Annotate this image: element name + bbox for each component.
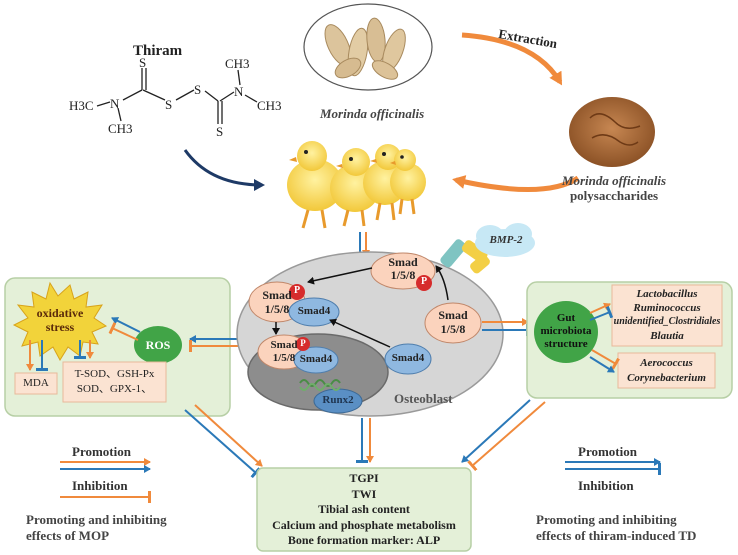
outcome-list: TGPI TWI Tibial ash content Calcium and … (257, 471, 471, 549)
bmp-receptor (440, 239, 490, 274)
smad4-nucleus (293, 346, 339, 374)
left-bottom-promotion (194, 404, 263, 467)
smad-translocate-arrow (307, 267, 373, 285)
powder-to-chicks-arrow (452, 175, 580, 192)
ros-stress-promotion (111, 317, 141, 333)
polysaccharide-powder-image (569, 97, 655, 167)
atom-n-right: N (234, 84, 244, 99)
morinda-root-image (324, 17, 406, 80)
gut-promoted-arrow-1 (589, 302, 611, 314)
outcome-tgpi: TGPI (349, 471, 379, 485)
ros-circle (134, 326, 182, 364)
dna-strand-2 (299, 383, 341, 391)
smad-right (424, 302, 482, 344)
p-badge-3 (296, 337, 310, 351)
outcome-alp: Bone formation marker: ALP (287, 533, 441, 547)
atom-n-left: N (110, 96, 120, 111)
atom-s-bridge-1: S (165, 97, 173, 112)
bacteria-blautia: Blautia (650, 330, 684, 342)
mda-box (14, 372, 58, 395)
powder-label-line2: polysaccharides (569, 188, 659, 203)
right-bottom-inhibition (467, 401, 546, 472)
mda-label: MDA (23, 377, 49, 389)
legend-right-inhibition: Inhibition (578, 478, 634, 493)
outcome-twi: TWI (351, 486, 377, 501)
inhibited-bacteria-box (617, 352, 716, 389)
chicks-image (287, 141, 426, 229)
bacteria-ruminococcus: Ruminococcus (633, 302, 701, 314)
bacteria-aerococcus: Aerococcus (640, 357, 693, 369)
powder-label-line1: Morinda officinalis (561, 173, 667, 188)
ros-stress-inhibition (108, 322, 139, 341)
smad-phos-arrow (435, 265, 449, 301)
atom-s-bottom: S (216, 124, 224, 139)
atom-ch3-right: CH3 (257, 98, 282, 113)
legend-left-inhibition: Inhibition (72, 478, 128, 493)
promoted-bacteria-list: Lactobacillus Ruminococcus unidentified_… (612, 287, 722, 343)
smad4-cytoplasm (288, 297, 340, 327)
right-bottom-promotion (461, 399, 531, 463)
smad4-nucleus-label: Smad4 (299, 353, 333, 365)
gut-promoted-arrow-2 (589, 306, 614, 321)
oxidative-stress-burst (12, 281, 108, 362)
p-badge-2 (416, 275, 432, 291)
gut-circle (534, 301, 598, 363)
bacteria-lactobacillus: Lactobacillus (636, 288, 698, 300)
thiram-title: Thiram (133, 43, 183, 59)
atom-s-bridge-2: S (194, 82, 202, 97)
smad4-free-label: Smad4 (391, 352, 425, 364)
thiram-to-chicks-arrow (183, 149, 265, 191)
ros-label: ROS (145, 338, 171, 352)
dna-strand (299, 379, 341, 387)
plant-label: Morinda officinalis (320, 106, 425, 121)
atom-h3c-left: H3C (69, 98, 94, 113)
osteoblast-label: Osteoblast (394, 391, 453, 406)
p-badge-3-label: P (300, 338, 306, 348)
promoted-bacteria-box (611, 284, 723, 347)
runx2-label: Runx2 (322, 394, 354, 406)
atom-ch3-left: CH3 (108, 121, 133, 136)
gut-inhibited-arrow-1 (591, 349, 620, 370)
gut-inhibited-arrow-2 (589, 356, 615, 373)
inhibited-bacteria-list: Aerococcus Corynebacterium (618, 356, 715, 386)
thiram-structure (96, 68, 258, 124)
antioxidant-box (62, 361, 167, 403)
outcome-tibial-ash: Tibial ash content (318, 502, 410, 516)
legend-left-promotion: Promotion (72, 444, 131, 459)
p-badge-2-label: P (420, 276, 428, 287)
legend-right-promotion: Promotion (578, 444, 637, 459)
bmp2-label: BMP-2 (489, 234, 523, 246)
p-badge-1 (289, 284, 305, 300)
p-badge-1-label: P (293, 285, 301, 296)
bacteria-corynebacterium: Corynebacterium (627, 372, 706, 384)
smad4-cytoplasm-label: Smad4 (297, 305, 331, 317)
outcome-calcium-phosphate: Calcium and phosphate metabolism (272, 517, 456, 532)
left-bottom-inhibition (184, 409, 261, 479)
outcome-box (256, 467, 472, 552)
bacteria-unidentified-clostridiales: unidentified_Clostridiales (613, 316, 721, 327)
extraction-arrow (461, 32, 563, 86)
atom-ch3-right-top: CH3 (225, 56, 250, 71)
smad4-free (384, 343, 432, 375)
bmp2-cloud (475, 223, 535, 257)
atom-s-top-left: S (139, 55, 147, 70)
smad4-bind-arrow (329, 318, 391, 348)
